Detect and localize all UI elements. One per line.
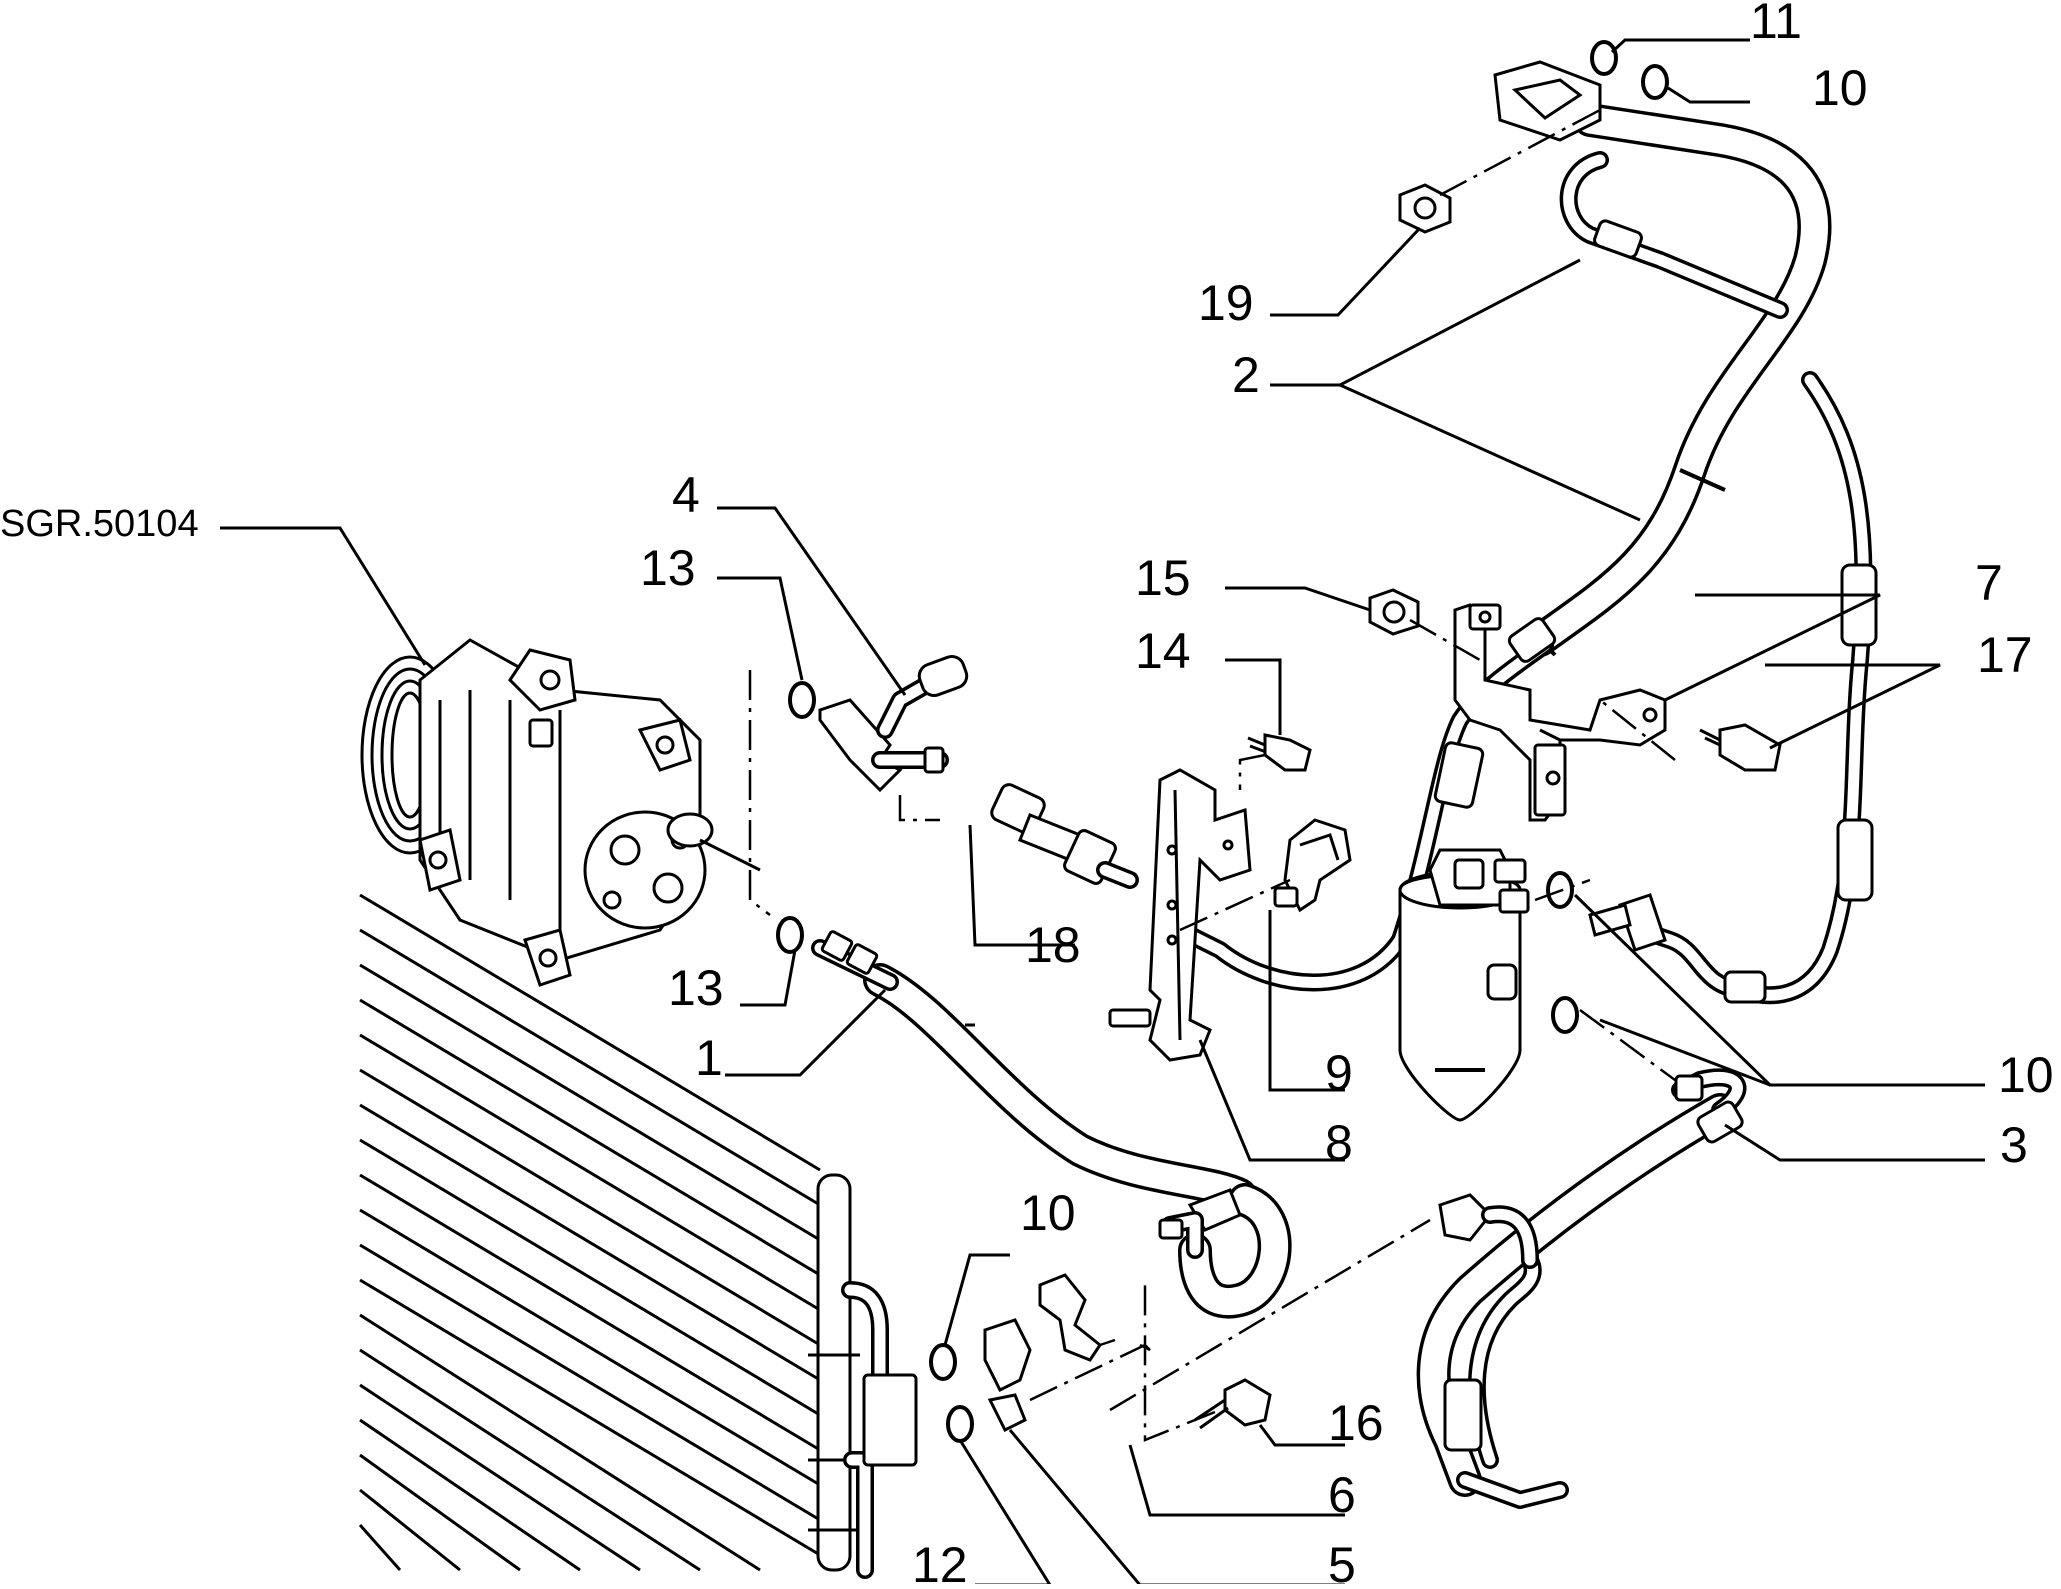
o-ring-10-right-a — [1546, 871, 1574, 909]
o-ring-12 — [946, 1405, 974, 1443]
callout-15: 15 — [1135, 550, 1191, 606]
callout-17: 17 — [1977, 627, 2033, 683]
assembly-axes — [748, 108, 1676, 1442]
nut-19 — [1398, 183, 1452, 234]
nut-15 — [1368, 588, 1420, 636]
callout-6: 6 — [1328, 1467, 1356, 1523]
callout-12: 12 — [912, 1537, 968, 1584]
hose-4 — [818, 654, 1139, 889]
callout-13-top: 13 — [640, 540, 696, 596]
bracket-7 — [1453, 603, 1667, 822]
callout-2: 2 — [1232, 347, 1260, 403]
callout-9: 9 — [1325, 1045, 1353, 1101]
hose-1 — [811, 930, 1292, 1319]
callout-5: 5 — [1328, 1537, 1356, 1584]
hose-3 — [1416, 1068, 1747, 1509]
o-ring-13-top — [788, 681, 816, 719]
bracket-8 — [1108, 768, 1252, 1062]
o-rings — [776, 40, 1669, 1443]
callout-sgr-50104: SGR.50104 — [0, 503, 199, 545]
callout-10-top: 10 — [1812, 60, 1868, 116]
callout-18: 18 — [1025, 917, 1081, 973]
callout-14: 14 — [1135, 623, 1191, 679]
callout-16: 16 — [1328, 1395, 1384, 1451]
condenser — [358, 893, 918, 1579]
bracket-6 — [1038, 1273, 1103, 1362]
hose-2 — [1171, 60, 1878, 1005]
clamp-5 — [983, 1318, 1032, 1433]
screw-16 — [1194, 1378, 1272, 1430]
callout-4: 4 — [672, 467, 700, 523]
o-ring-10-bottom — [929, 1343, 957, 1381]
screw-17 — [1699, 723, 1782, 772]
callout-1: 1 — [695, 1030, 723, 1086]
compressor — [360, 638, 761, 987]
callout-10-right: 10 — [1998, 1047, 2054, 1103]
callout-19: 19 — [1198, 275, 1254, 331]
clamp-9 — [1273, 818, 1352, 913]
callout-11: 11 — [1750, 0, 1802, 49]
callout-8: 8 — [1325, 1115, 1353, 1171]
o-ring-13-bottom — [776, 916, 804, 954]
o-ring-10-right-b — [1551, 996, 1579, 1034]
callout-3: 3 — [2000, 1117, 2028, 1173]
o-ring-10-top — [1641, 64, 1669, 100]
o-ring-11 — [1590, 40, 1618, 76]
screw-14 — [1247, 733, 1312, 772]
receiver-drier — [1398, 848, 1530, 1122]
callout-13-bottom: 13 — [668, 960, 724, 1016]
callout-7: 7 — [1975, 555, 2003, 611]
callout-10-bottom: 10 — [1020, 1185, 1076, 1241]
